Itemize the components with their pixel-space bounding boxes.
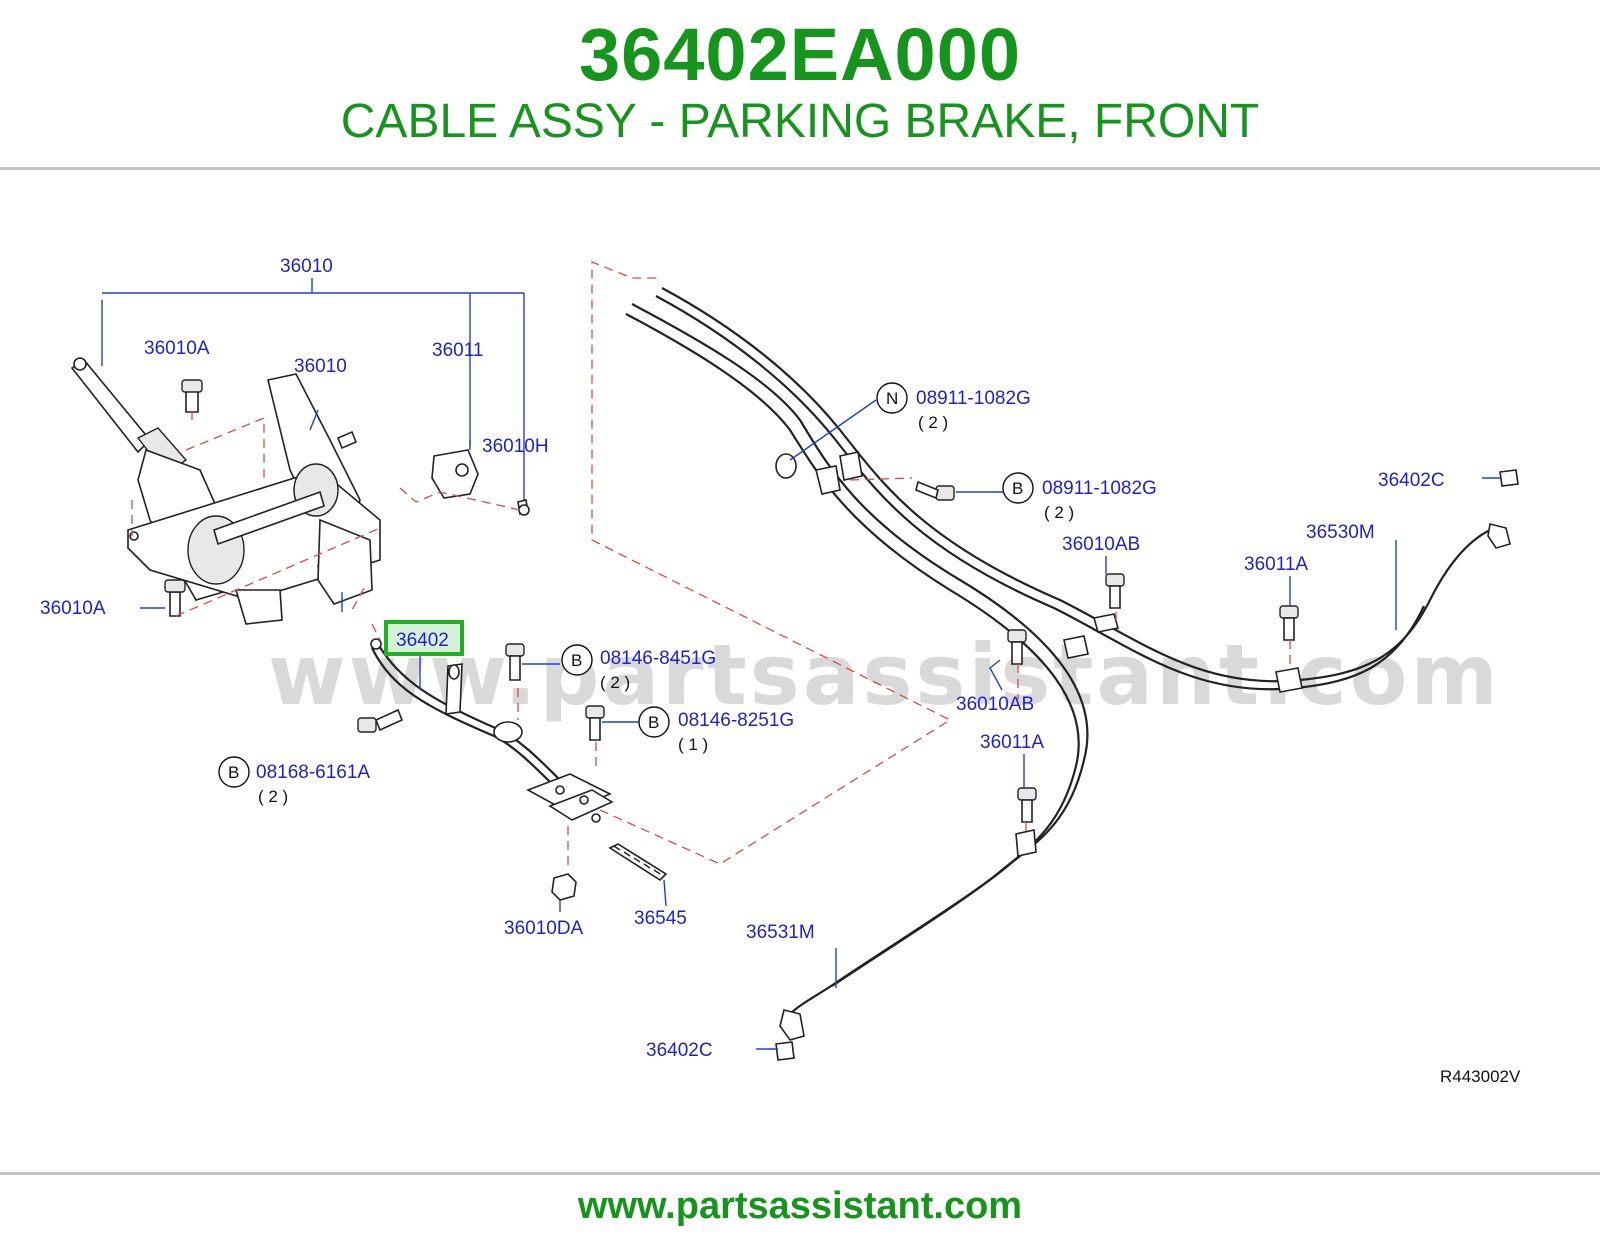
qty-08146-8451g: ( 2 ): [600, 673, 630, 692]
label-36010h: 36010H: [482, 436, 549, 457]
footer-url-link[interactable]: www.partsassistant.com: [577, 1185, 1023, 1227]
qty-08911-1082g-n: ( 2 ): [918, 413, 948, 432]
label-36010-top: 36010: [280, 256, 333, 277]
b-circle-08146-8251g: [638, 706, 670, 738]
rear-cables: [625, 287, 1519, 1061]
label-36531m: 36531M: [746, 922, 815, 943]
qty-08911-1082g-b: ( 2 ): [1044, 503, 1074, 522]
label-36530m: 36530M: [1306, 522, 1375, 543]
b-circle-08168-6161a: [218, 756, 250, 788]
label-08911-1082g-b: 08911-1082G: [1042, 478, 1157, 499]
label-36010ab-1: 36010AB: [1062, 534, 1140, 555]
label-36011a-2: 36011A: [980, 732, 1044, 753]
part-description: CABLE ASSY - PARKING BRAKE, FRONT: [340, 95, 1260, 148]
label-36010da: 36010DA: [504, 918, 584, 939]
highlight-box-36402: [384, 620, 464, 656]
header-divider: [0, 167, 1600, 170]
qty-08146-8251g: ( 1 ): [678, 735, 708, 754]
label-08146-8251g: 08146-8251G: [678, 710, 794, 731]
diagram-reference-code: R443002V: [1440, 1067, 1521, 1086]
center-bolts: [357, 643, 668, 901]
label-36010ab-2: 36010AB: [956, 694, 1034, 715]
n-circle-08911-1082g: [876, 382, 908, 414]
label-08911-1082g-n: 08911-1082G: [916, 388, 1031, 409]
label-36010a-2: 36010A: [40, 598, 106, 619]
front-cable-36402: [370, 638, 614, 823]
label-36402c-2: 36402C: [646, 1040, 713, 1061]
label-36402-highlighted: 36402: [396, 630, 449, 651]
b-code-2: B: [648, 713, 659, 732]
b-code-3: B: [228, 763, 239, 782]
label-08146-8451g: 08146-8451G: [600, 648, 716, 669]
part-number-title: 36402EA000: [578, 13, 1022, 96]
b-circle-08911-1082g: [1002, 472, 1034, 504]
label-36545: 36545: [634, 908, 687, 929]
footer-divider: [0, 1172, 1600, 1175]
b-circle-08146-8451g: [561, 644, 593, 676]
label-36402c-1: 36402C: [1378, 470, 1445, 491]
label-36010-mid: 36010: [294, 356, 347, 377]
b-code-4: B: [1012, 479, 1023, 498]
parking-brake-lever-assembly: [70, 278, 530, 625]
label-36010a-1: 36010A: [144, 338, 210, 359]
n-code: N: [886, 389, 898, 408]
label-36011a-1: 36011A: [1244, 554, 1308, 575]
b-code-1: B: [571, 651, 582, 670]
label-08168-6161a: 08168-6161A: [256, 762, 370, 783]
label-36011: 36011: [432, 340, 483, 361]
qty-08168-6161a: ( 2 ): [258, 787, 288, 806]
